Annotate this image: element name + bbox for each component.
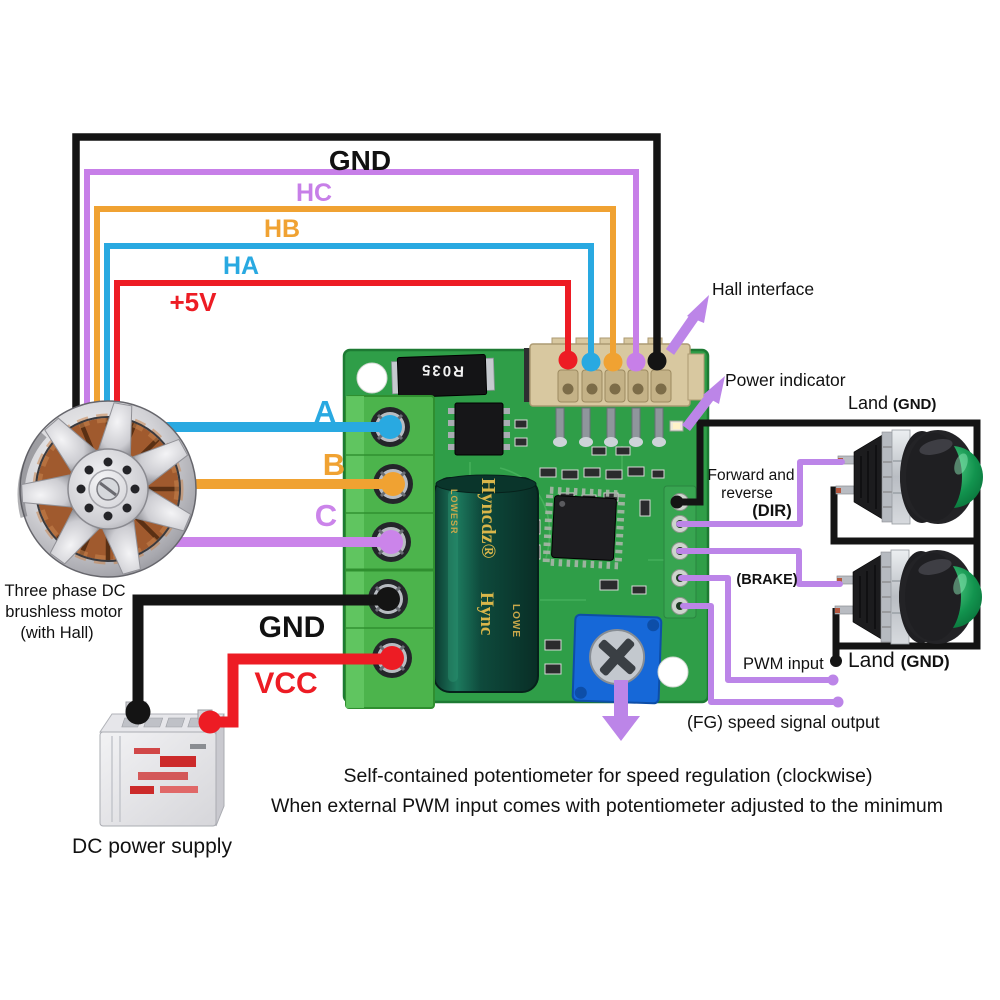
land-top-paren: (GND)	[893, 396, 937, 413]
power-indicator-arrow	[682, 376, 725, 432]
capacitor	[433, 474, 539, 693]
capacitor-brand-2: Hync	[476, 592, 497, 636]
capacitor-side-text: LOWESR	[449, 489, 459, 535]
land-top-word: Land	[848, 393, 894, 413]
power-label-gnd: GND	[258, 611, 326, 644]
mounting-hole	[356, 362, 388, 394]
phase-label-b: B	[322, 447, 346, 482]
capacitor-brand: Hyncdz®	[477, 478, 499, 559]
push-button-dir	[835, 429, 984, 525]
power-indicator-label: Power indicator	[725, 370, 846, 390]
land-bottom-word: Land	[848, 649, 901, 672]
wire-label-hb: HB	[263, 215, 301, 243]
note-line2: When external PWM input comes with poten…	[271, 795, 943, 817]
gnd-pad-dot	[670, 495, 684, 509]
pwm-input-label: PWM input	[743, 655, 824, 673]
phase-label-a: A	[313, 394, 337, 429]
battery-caption: DC power supply	[72, 835, 232, 858]
forward-reverse-line2: reverse	[721, 485, 773, 502]
dir-label: (DIR)	[752, 502, 792, 520]
hall-wire-hb	[94, 206, 616, 410]
wire-label-hc: HC	[295, 179, 333, 207]
hall-wire-hc	[84, 169, 639, 410]
motor	[17, 400, 197, 578]
hall-interface-label: Hall interface	[712, 279, 815, 299]
capacitor-side-text-2: LOWE	[510, 604, 521, 638]
fg-output-label: (FG) speed signal output	[687, 712, 880, 732]
battery-label	[130, 744, 206, 794]
fg-wire-end	[832, 696, 844, 708]
wire-label-5v: +5V	[169, 287, 217, 317]
wire-label-ha: HA	[222, 252, 260, 280]
motor-hub-holes	[76, 457, 140, 521]
motor-caption-line1: Three phase DC	[4, 582, 126, 600]
push-button-brake	[834, 549, 983, 645]
land-gnd-top-label: Land (GND)	[848, 394, 936, 413]
motor-caption-line2: brushless motor	[5, 603, 123, 621]
power-led	[669, 420, 684, 432]
mcu-chip	[542, 486, 626, 570]
gnd-wire-end-dot	[830, 655, 842, 667]
hall-wire-ha	[104, 243, 594, 410]
brake-label: (BRAKE)	[736, 572, 798, 588]
wire-terminals	[125, 350, 667, 734]
power-label-vcc: VCC	[254, 667, 318, 700]
note-line1: Self-contained potentiometer for speed r…	[343, 765, 873, 787]
brake-wire	[676, 548, 843, 587]
forward-reverse-line1: Forward and	[707, 467, 795, 484]
dir-wire	[676, 459, 845, 527]
pwm-wire	[678, 575, 836, 683]
mounting-hole	[657, 656, 689, 688]
land-bottom-paren: (GND)	[900, 652, 950, 671]
trimmer-potentiometer	[571, 613, 663, 705]
wire-label-gnd-top: GND	[328, 145, 392, 176]
soic-chip	[448, 402, 510, 456]
land-gnd-bottom-label: Land (GND)	[848, 649, 950, 672]
pwm-wire-end	[827, 674, 839, 686]
connector-pins	[553, 407, 666, 447]
hall-wire-gnd	[72, 133, 661, 410]
motor-caption-line3: (with Hall)	[20, 624, 94, 642]
hall-interface-arrow	[665, 295, 709, 355]
phase-label-c: C	[314, 498, 338, 533]
hall-wire-5v	[114, 280, 571, 410]
fg-wire	[680, 603, 841, 705]
shunt-marking: R035	[419, 360, 465, 380]
shunt-resistor	[391, 354, 495, 398]
potentiometer-arrow	[602, 680, 640, 741]
motor-spokes	[21, 402, 192, 575]
power-wire-gnd	[132, 594, 388, 714]
